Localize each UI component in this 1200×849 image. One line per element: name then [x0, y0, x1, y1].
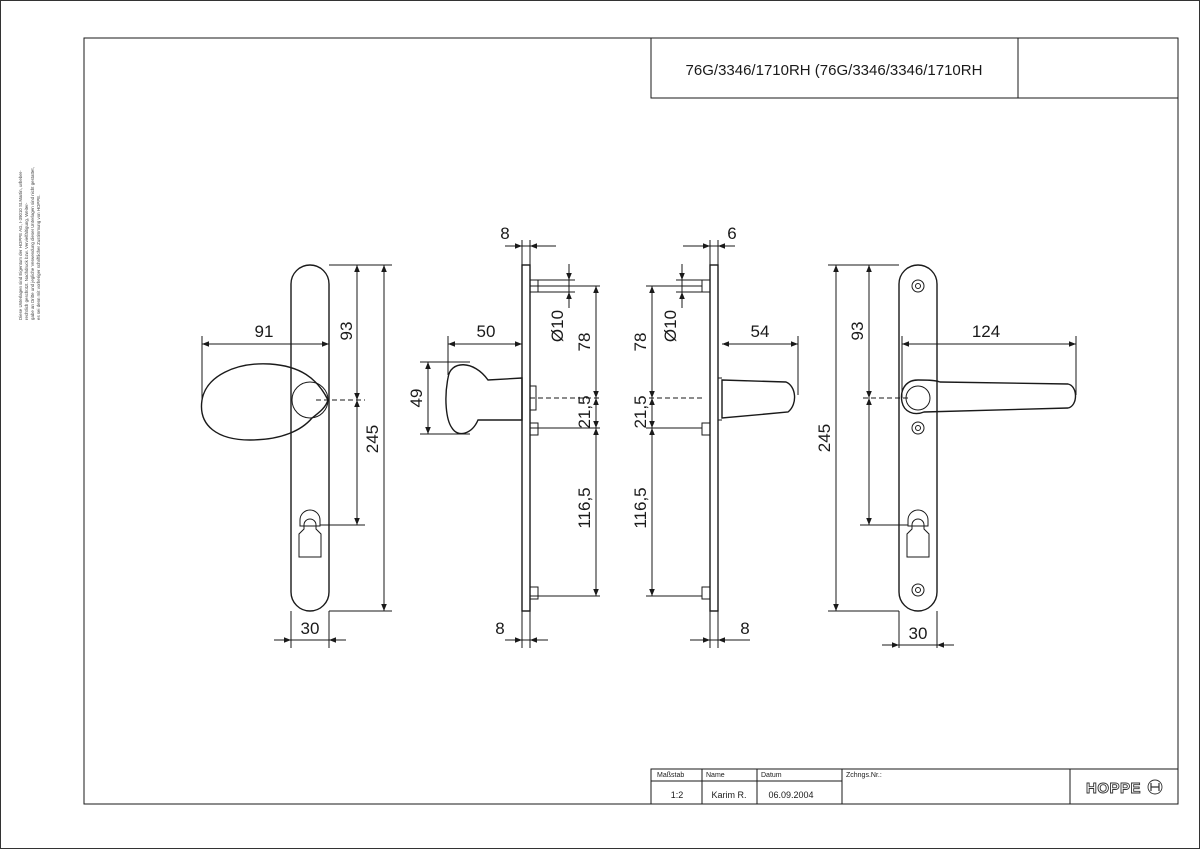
title-block: Maßstab 1:2 Name Karim R. Datum 06.09.20…	[650, 768, 1179, 805]
hoppe-logo: HOPPE	[1086, 779, 1163, 797]
dim-total-height: 245	[363, 425, 382, 453]
dim-knob-length: 91	[255, 322, 274, 341]
lever-side-outline	[721, 379, 796, 419]
view-lever-front: 245 93 124 30	[815, 264, 1077, 648]
dim-top-to-screw: 78	[631, 333, 650, 352]
svg-text:rechtlich geschützt. Nachdruck: rechtlich geschützt. Nachdruck bzw. Verv…	[24, 202, 29, 320]
view-lever-side: 6 Ø10 78 21,5 116,5 54 8	[631, 224, 799, 648]
dim-plate-width: 30	[301, 619, 320, 638]
dim-lever-length: 124	[972, 322, 1000, 341]
backplate-side	[521, 264, 531, 612]
name-label: Name	[706, 772, 725, 779]
svg-text:es sei denn mit vorheriger sch: es sei denn mit vorheriger schriftlicher…	[36, 195, 41, 320]
cylinder-hole	[906, 518, 930, 558]
dim-hole-diameter: Ø10	[661, 310, 680, 342]
dim-top-to-axis: 93	[337, 322, 356, 341]
view-knob-side: 8 50 49 Ø10 78 21,5 116,5	[407, 224, 600, 648]
knob-outline	[200, 363, 329, 441]
dim-plate-width: 30	[909, 624, 928, 643]
dim-hole-diameter: Ø10	[548, 310, 567, 342]
drawing-title: 76G/3346/1710RH (76G/3346/3346/1710RH	[686, 62, 983, 79]
drawing-number-label: Zchngs.Nr.:	[846, 772, 882, 779]
dim-plate-thickness-top: 6	[727, 224, 736, 243]
dim-total-height: 245	[815, 424, 834, 452]
scale-value: 1:2	[671, 790, 684, 800]
backplate-side	[709, 264, 719, 612]
svg-text:Diese Unterlagen sind Eigentum: Diese Unterlagen sind Eigentum der HOPPE…	[18, 170, 23, 320]
dim-plate-thickness-top: 8	[500, 224, 509, 243]
view-knob-front: 91 93 245 30	[200, 264, 392, 648]
lever-outline	[900, 379, 1077, 415]
scale-label: Maßstab	[657, 772, 684, 779]
title-header: 76G/3346/1710RH (76G/3346/3346/1710RH	[650, 37, 1179, 99]
drawing-frame	[83, 37, 1179, 805]
dim-top-to-screw: 78	[575, 333, 594, 352]
dim-plate-thickness-bottom: 8	[740, 619, 749, 638]
knob-rose	[291, 381, 329, 419]
dim-screw-to-axis: 21,5	[575, 395, 594, 428]
copyright-notice: Diese Unterlagen sind Eigentum der HOPPE…	[18, 167, 41, 320]
dim-plate-thickness-bottom: 8	[495, 619, 504, 638]
dim-screw-to-axis: 21,5	[631, 395, 650, 428]
cylinder-hole	[298, 518, 322, 558]
backplate-outline	[290, 264, 330, 612]
backplate-outline	[898, 264, 938, 612]
dim-knob-projection: 50	[477, 322, 496, 341]
name-value: Karim R.	[711, 790, 746, 800]
date-label: Datum	[761, 772, 782, 779]
knob-side-outline	[445, 364, 523, 435]
screw-top	[911, 279, 925, 293]
screw-bottom	[911, 583, 925, 597]
dim-top-to-axis: 93	[848, 322, 867, 341]
date-value: 06.09.2004	[768, 790, 813, 800]
dim-knob-diameter: 49	[407, 389, 426, 408]
svg-text:HOPPE: HOPPE	[1086, 780, 1141, 797]
dim-axis-to-bottom: 116,5	[575, 487, 594, 528]
dim-lever-projection: 54	[751, 322, 770, 341]
screw-middle	[911, 421, 925, 435]
dim-axis-to-bottom: 116,5	[631, 487, 650, 528]
svg-text:gabe an Dritte und jegliche Ve: gabe an Dritte und jegliche Verwendung d…	[30, 167, 35, 320]
